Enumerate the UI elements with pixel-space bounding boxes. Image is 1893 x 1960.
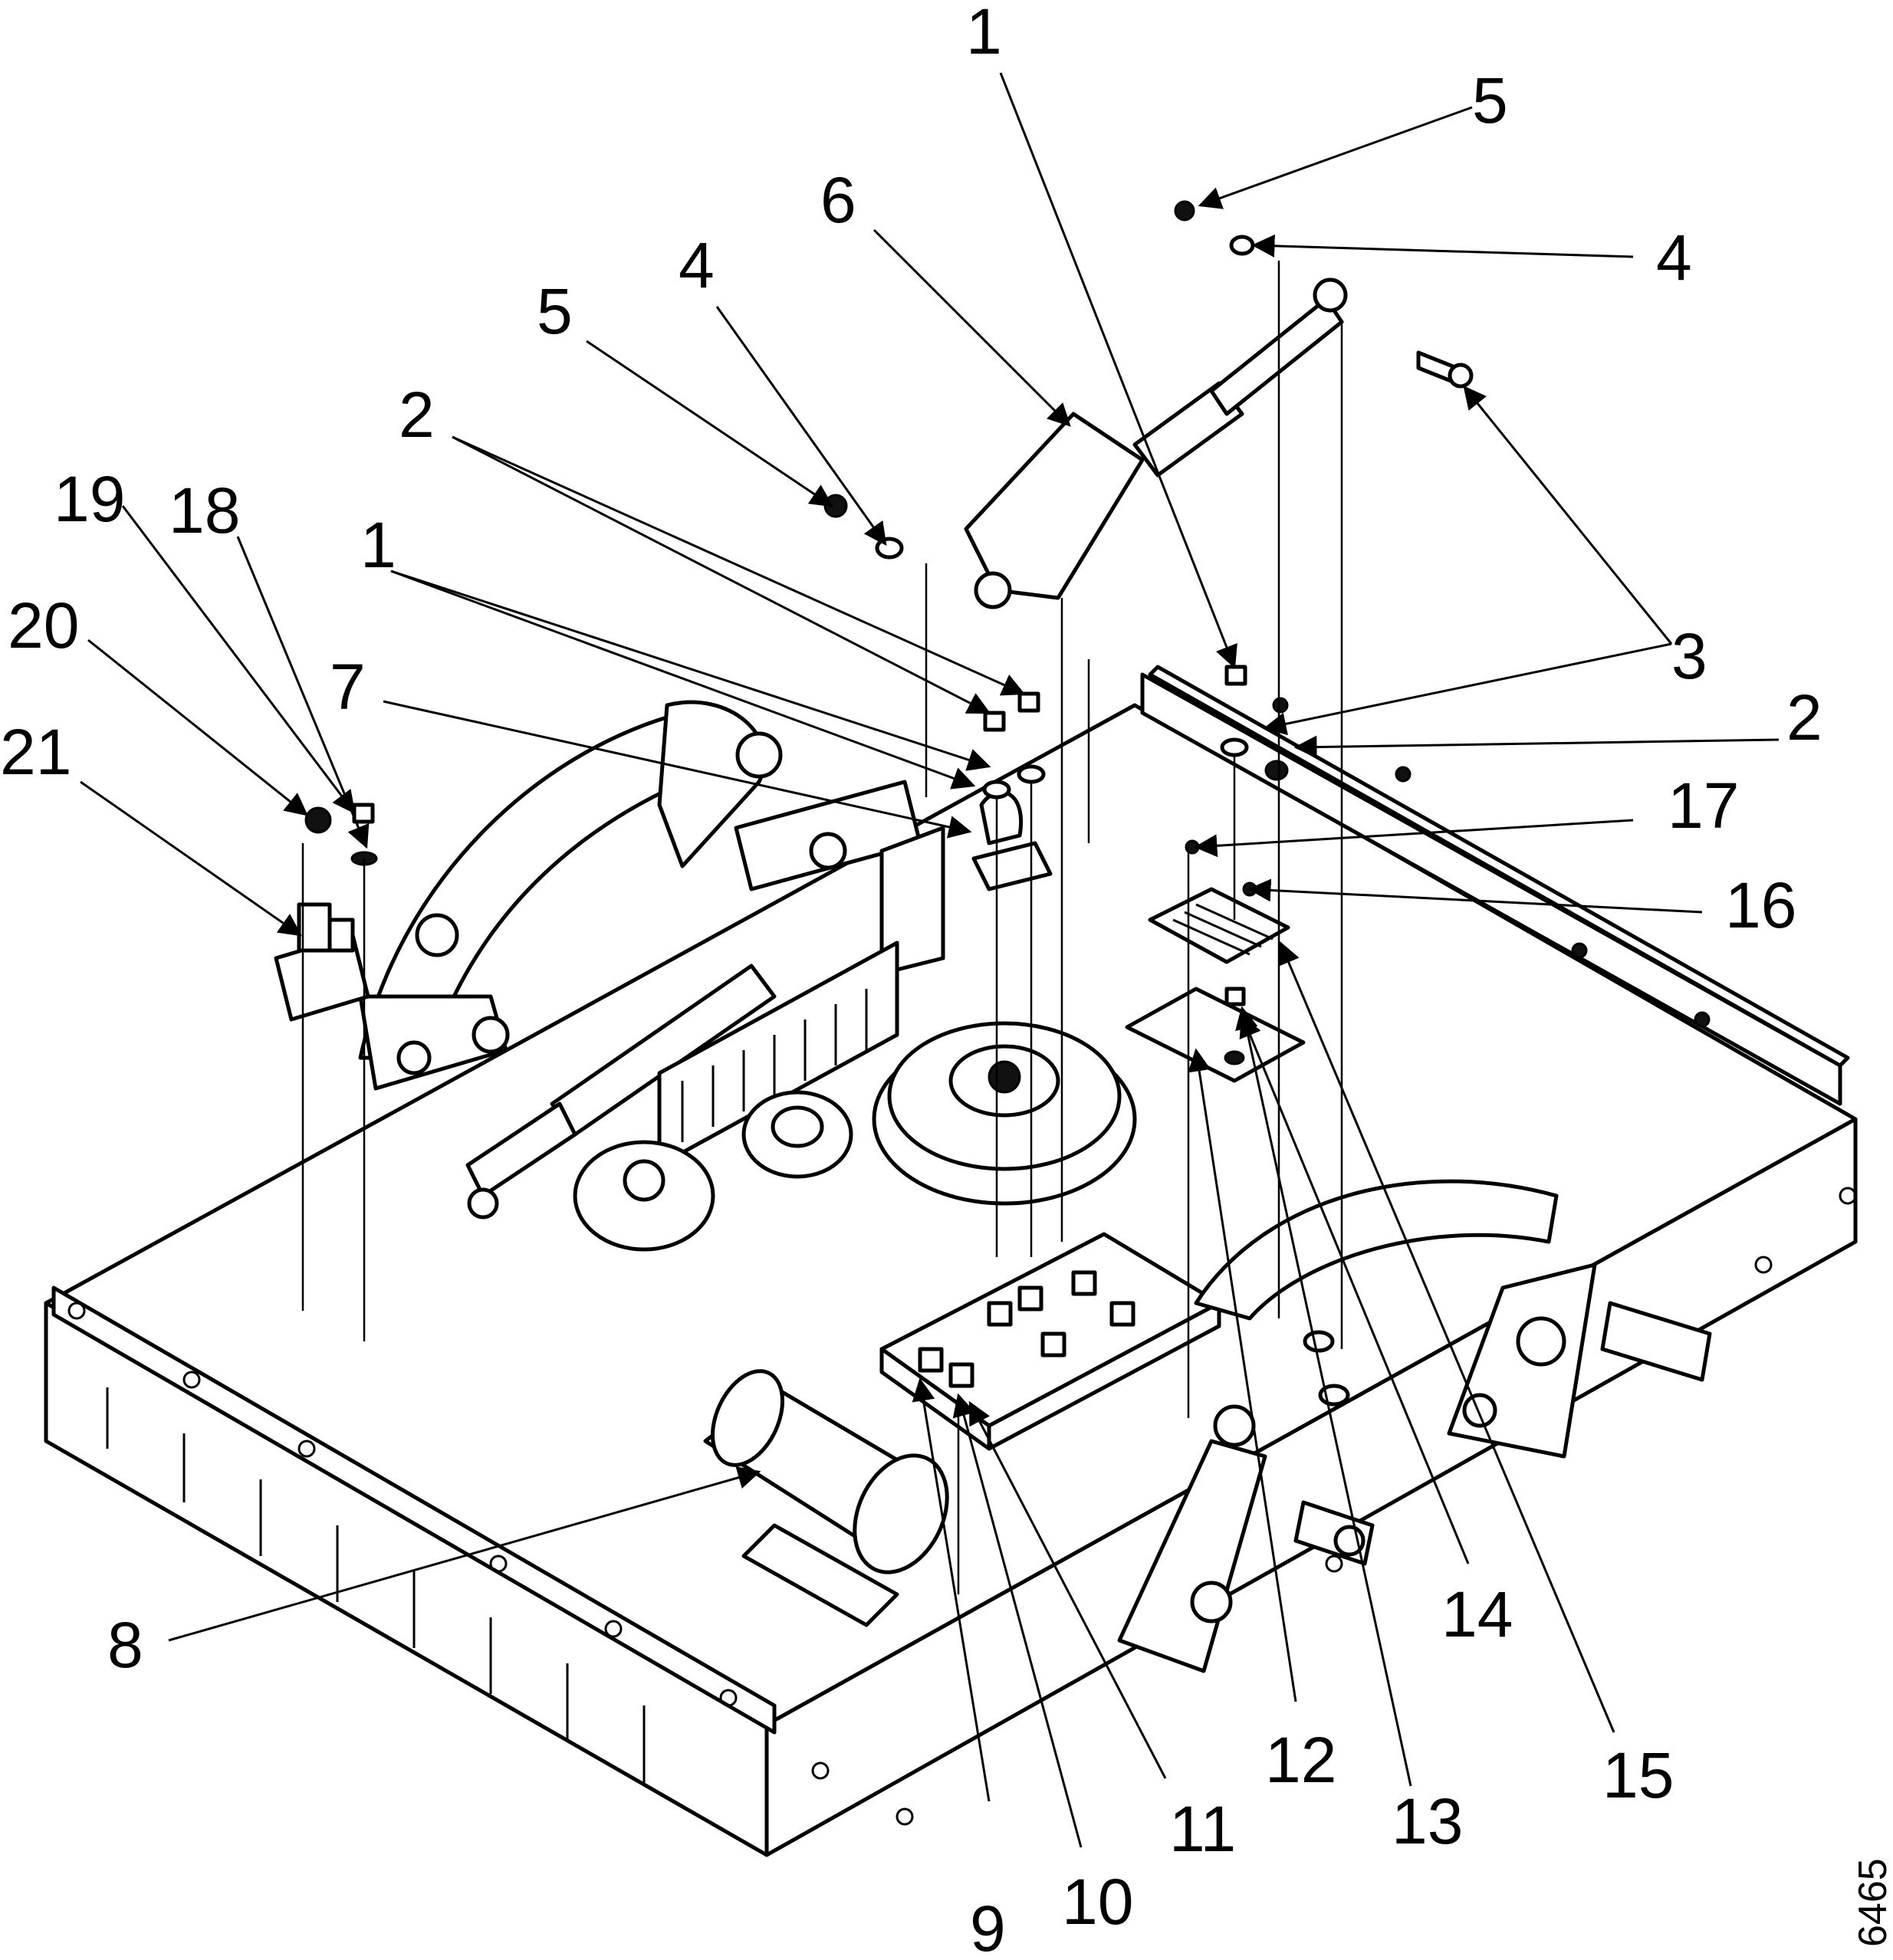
linear-actuator (964, 277, 1348, 609)
callout-5a: 5 (537, 275, 573, 347)
drive-pulley (872, 1021, 1137, 1206)
callout-15: 15 (1602, 1739, 1674, 1811)
controller-board (879, 1232, 1221, 1451)
callout-14: 14 (1441, 1578, 1513, 1650)
solenoid (274, 902, 370, 1022)
callout-21: 21 (0, 716, 71, 788)
callout-19: 19 (54, 463, 125, 535)
right-lift-arm (1117, 1179, 1712, 1673)
left-lift-arm (358, 700, 783, 1091)
callout-3: 3 (1671, 620, 1707, 692)
callout-16: 16 (1725, 869, 1796, 941)
callout-18: 18 (169, 474, 240, 547)
leader-lines (80, 72, 1780, 1848)
callout-8: 8 (107, 1609, 143, 1681)
callout-17: 17 (1668, 770, 1739, 842)
callout-2a: 2 (399, 379, 435, 451)
callout-13: 13 (1392, 1785, 1463, 1857)
callout-2b: 2 (1786, 681, 1822, 753)
callout-1a: 1 (966, 0, 1002, 67)
figure-number: 6465 (1851, 1858, 1893, 1947)
gas-spring (465, 964, 777, 1220)
cross-shaft (734, 780, 945, 976)
assembly-lines (301, 261, 1343, 1594)
callout-20: 20 (8, 589, 79, 662)
base-frame (44, 665, 1858, 1857)
callout-7: 7 (330, 651, 366, 723)
belt-guard-left (657, 941, 899, 1167)
sensor-bracket (1148, 887, 1290, 964)
callout-labels: 1 1 2 2 3 4 4 5 5 6 7 8 9 10 11 12 13 14… (0, 0, 1822, 1960)
tension-pulley (573, 1140, 715, 1252)
callout-5b: 5 (1472, 64, 1508, 136)
callout-1b: 1 (360, 509, 396, 581)
callout-11: 11 (1169, 1793, 1236, 1865)
callout-9: 9 (970, 1893, 1006, 1960)
motor (703, 1369, 949, 1627)
callout-6: 6 (820, 164, 856, 236)
idler-pulley (741, 1090, 853, 1179)
callout-4a: 4 (679, 229, 715, 301)
callout-10: 10 (1062, 1866, 1133, 1938)
callout-4b: 4 (1656, 222, 1692, 294)
callout-12: 12 (1265, 1724, 1336, 1796)
fasteners (304, 200, 1474, 1407)
